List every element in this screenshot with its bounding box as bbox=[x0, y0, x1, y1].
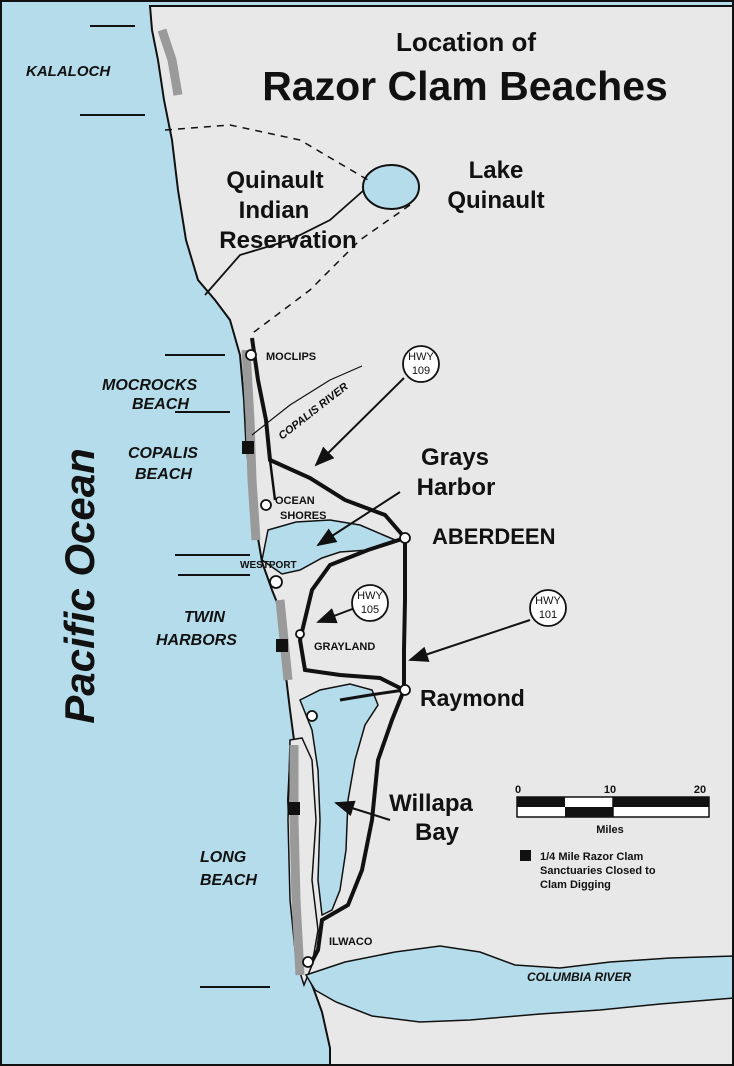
reservation-boundary bbox=[164, 124, 369, 181]
title-line2: Razor Clam Beaches bbox=[262, 63, 668, 109]
moclips-label: MOCLIPS bbox=[266, 351, 316, 363]
ilwaco-label: ILWACO bbox=[329, 936, 373, 948]
ocean-shores-label-2: SHORES bbox=[280, 510, 326, 522]
lake-quinault-label-1: Lake bbox=[469, 157, 524, 184]
town-markers bbox=[245, 349, 411, 968]
moclips-marker bbox=[245, 349, 257, 361]
raymond-marker bbox=[399, 684, 411, 696]
raymond-label: Raymond bbox=[420, 685, 525, 711]
hwy-109-prefix: HWY bbox=[408, 351, 434, 363]
reservation-label-2: Indian bbox=[239, 197, 310, 224]
copalis-label-2: BEACH bbox=[135, 466, 192, 483]
highway-101-route bbox=[308, 538, 407, 966]
hwy-105-arrow bbox=[316, 607, 356, 624]
mocrocks-label-2: BEACH bbox=[132, 396, 189, 413]
willapa-bay-water bbox=[299, 683, 379, 917]
legend-line-3: Clam Digging bbox=[540, 879, 611, 891]
twin-harbors-label-1: TWIN bbox=[184, 609, 225, 626]
lake-quinault-label-2: Quinault bbox=[447, 187, 544, 214]
scale-bar: 0 10 20 Miles bbox=[515, 784, 710, 836]
title-line1: Location of bbox=[396, 27, 536, 57]
raymond-spur bbox=[339, 688, 405, 702]
scale-tick-10: 10 bbox=[604, 784, 616, 796]
twin-harbors-sanctuary-marker bbox=[276, 639, 288, 652]
hwy-101-number: 101 bbox=[539, 609, 557, 621]
westport-marker bbox=[269, 575, 283, 589]
quinault-river bbox=[204, 189, 365, 296]
lake-quinault bbox=[362, 164, 420, 210]
grays-harbor-label-2: Harbor bbox=[417, 474, 496, 501]
legend: 1/4 Mile Razor Clam Sanctuaries Closed t… bbox=[520, 850, 656, 891]
small-island-marker bbox=[306, 710, 318, 722]
grayland-marker bbox=[295, 629, 305, 639]
grays-harbor-arrow bbox=[316, 491, 401, 547]
grays-harbor-label-1: Grays bbox=[421, 444, 489, 471]
ilwaco-marker bbox=[302, 956, 314, 968]
reservation-label-1: Quinault bbox=[226, 167, 323, 194]
scale-unit: Miles bbox=[596, 824, 624, 836]
kalaloch-label: KALALOCH bbox=[26, 63, 111, 80]
hwy-105-prefix: HWY bbox=[357, 590, 383, 602]
reservation-label-3: Reservation bbox=[219, 227, 356, 254]
ocean-shores-marker bbox=[260, 499, 272, 511]
ocean-label: Pacific Ocean bbox=[56, 448, 103, 723]
beach-boundary-lines bbox=[80, 25, 270, 988]
columbia-river-water bbox=[304, 945, 734, 1023]
hwy-105-shield: HWY 105 bbox=[351, 584, 389, 622]
copalis-river bbox=[251, 365, 363, 436]
copalis-sanctuary-marker bbox=[242, 441, 254, 454]
highway-105-route bbox=[297, 536, 406, 692]
long-beach-label-2: BEACH bbox=[200, 872, 257, 889]
ocean-shores-label-1: OCEAN bbox=[275, 495, 315, 507]
legend-sanctuary-symbol bbox=[520, 850, 531, 861]
kalaloch-beach-strip bbox=[157, 28, 183, 96]
mocrocks-label-1: MOCROCKS bbox=[102, 377, 197, 394]
long-beach-label-1: LONG bbox=[200, 849, 246, 866]
willapa-bay-arrow bbox=[334, 800, 391, 821]
hwy-101-prefix: HWY bbox=[535, 595, 561, 607]
long-beach-sanctuary-marker bbox=[288, 802, 300, 815]
hwy-109-arrow bbox=[314, 377, 405, 467]
hwy-101-arrow bbox=[408, 619, 531, 662]
legend-line-1: 1/4 Mile Razor Clam bbox=[540, 851, 644, 863]
ocean-shores-spur bbox=[268, 459, 277, 501]
reservation-boundary-south bbox=[249, 204, 411, 336]
aberdeen-label: ABERDEEN bbox=[432, 524, 555, 549]
scale-tick-20: 20 bbox=[694, 784, 706, 796]
hwy-109-shield: HWY 109 bbox=[402, 345, 440, 383]
willapa-bay-label-1: Willapa bbox=[389, 790, 473, 817]
copalis-label-1: COPALIS bbox=[128, 445, 198, 462]
scale-tick-0: 0 bbox=[515, 784, 521, 796]
aberdeen-marker bbox=[399, 532, 411, 544]
grayland-label: GRAYLAND bbox=[314, 641, 375, 653]
legend-line-2: Sanctuaries Closed to bbox=[540, 865, 656, 877]
long-beach-strip bbox=[289, 745, 305, 976]
highway-109-route bbox=[250, 337, 407, 540]
willapa-bay-label-2: Bay bbox=[415, 819, 460, 846]
hwy-101-shield: HWY 101 bbox=[529, 589, 567, 627]
hwy-105-number: 105 bbox=[361, 604, 379, 616]
westport-label: WESTPORT bbox=[240, 560, 297, 571]
hwy-109-number: 109 bbox=[412, 365, 430, 377]
columbia-river-label: COLUMBIA RIVER bbox=[527, 970, 632, 984]
twin-harbors-label-2: HARBORS bbox=[156, 632, 237, 649]
